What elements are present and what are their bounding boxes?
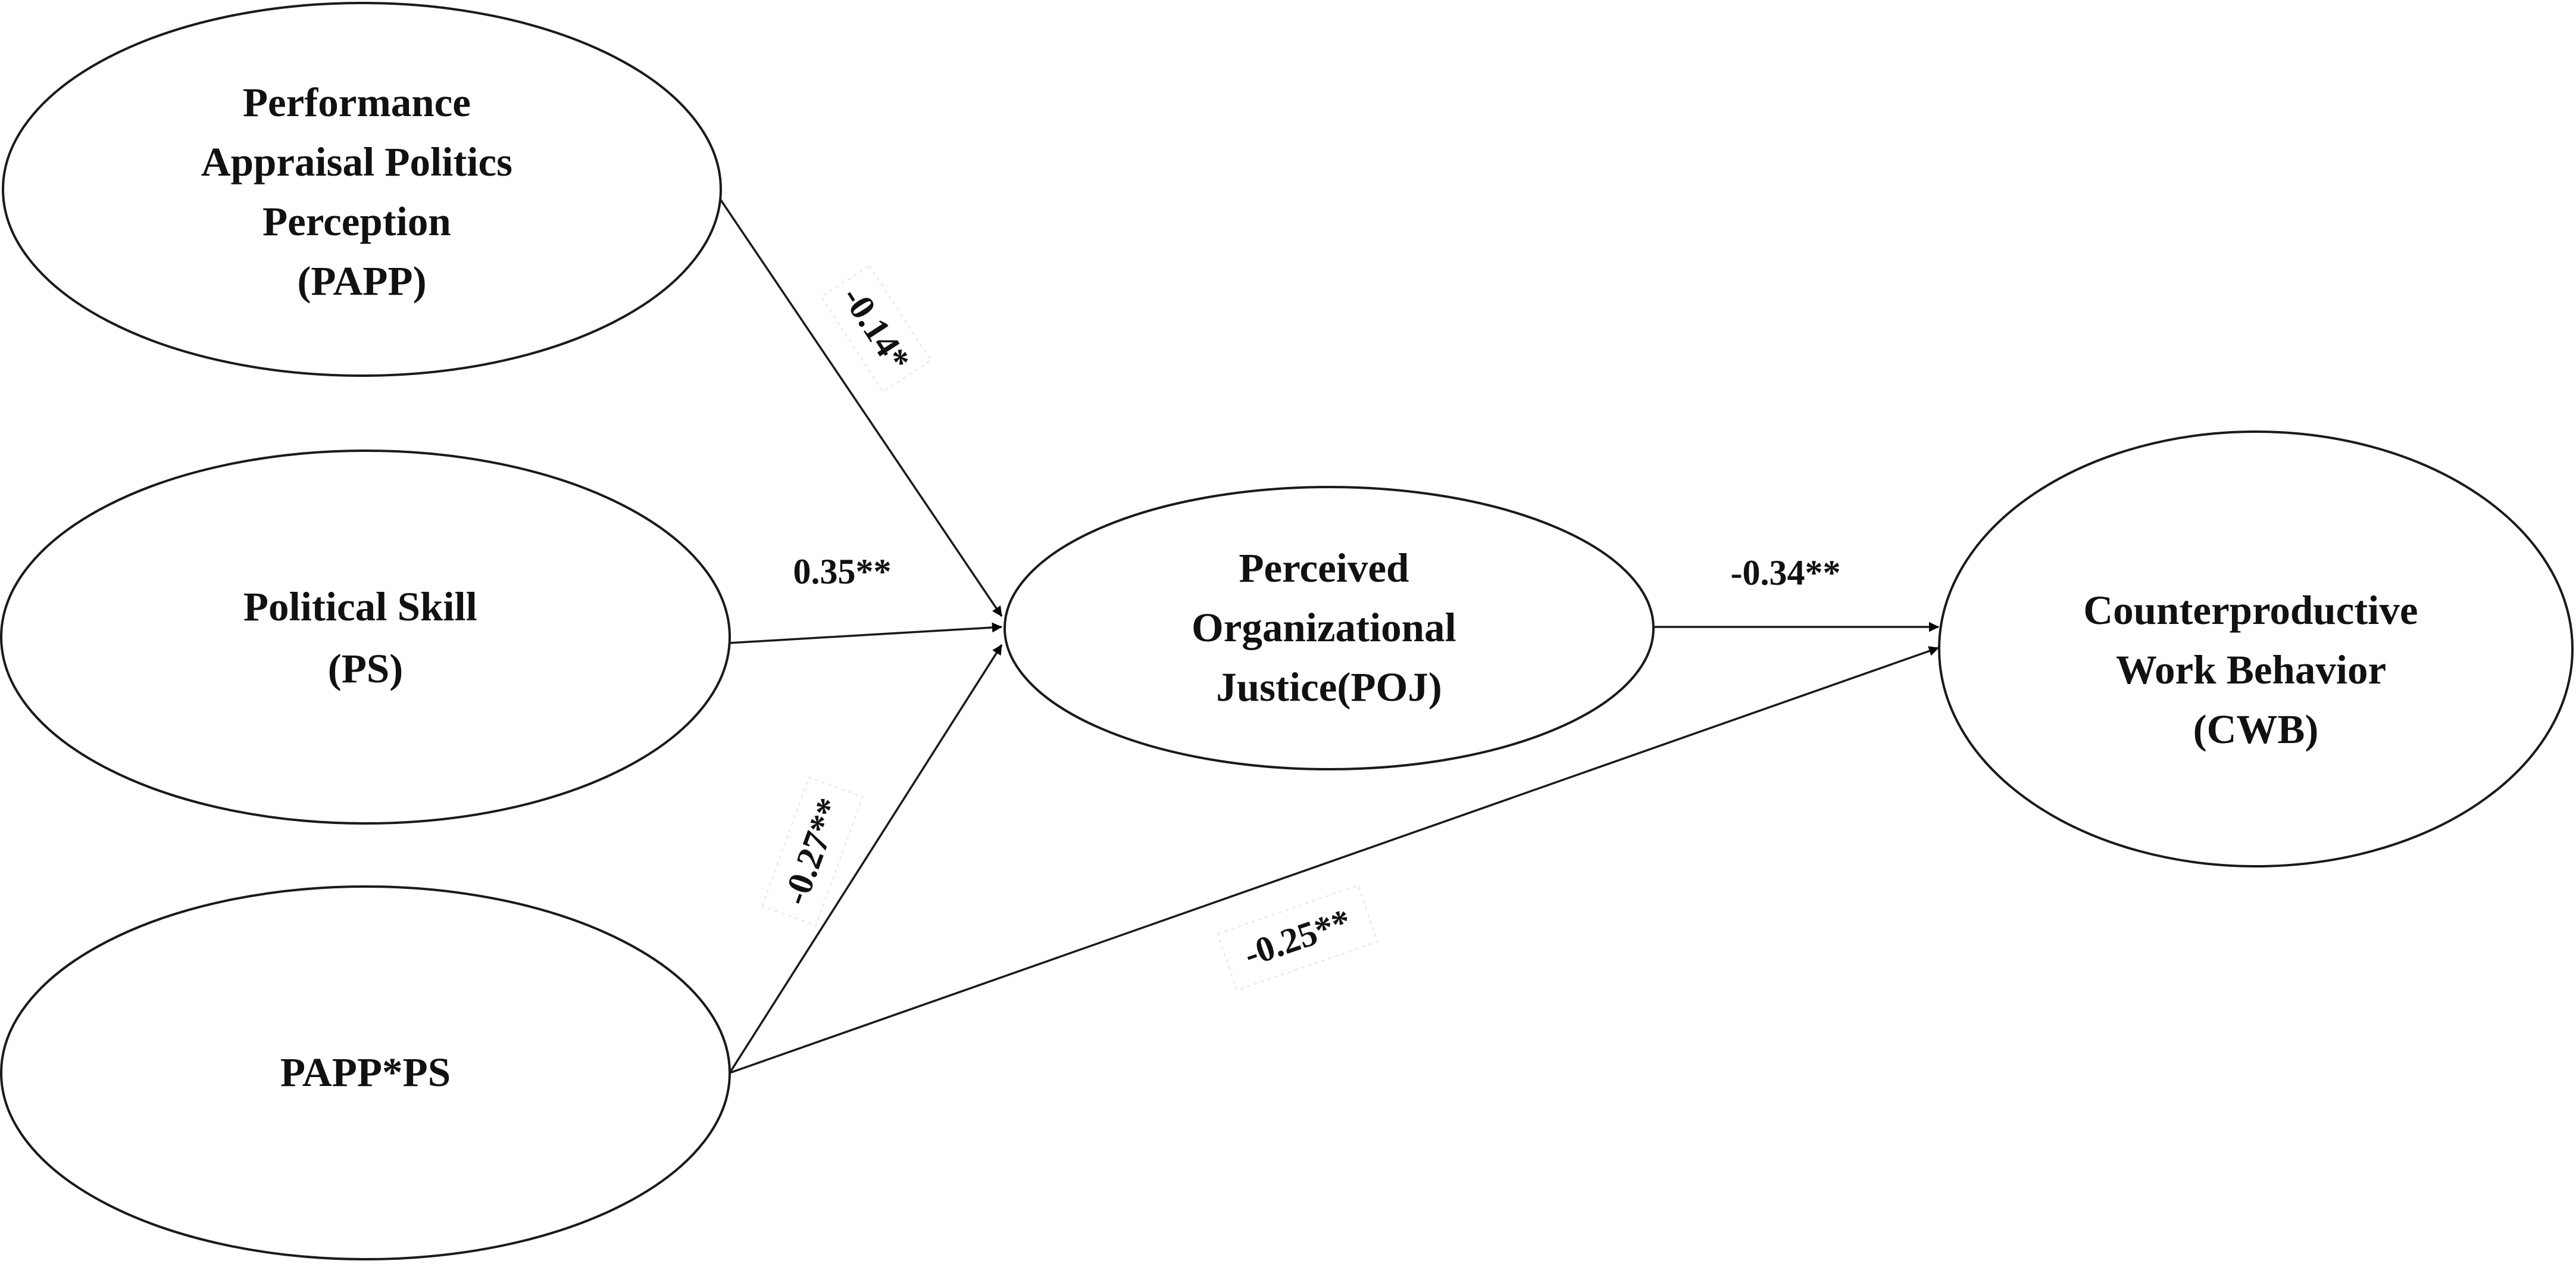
node-ps-ellipse — [0, 450, 731, 825]
node-poj-label: Perceived Organizational Justice(POJ) — [1192, 545, 1467, 710]
node-label-line: Organizational — [1192, 605, 1456, 650]
node-cwb-ellipse — [1938, 430, 2574, 867]
node-label-line: Counterproductive — [2083, 588, 2418, 633]
edges — [716, 194, 1939, 1074]
node-poj-ellipse — [1003, 486, 1655, 770]
node-label-line: Perception — [262, 199, 451, 244]
coefficient-label-interaction-poj: -0.27** — [761, 776, 864, 926]
node-papp-ellipse — [2, 2, 722, 377]
node-papp-label: Performance Appraisal Politics Perceptio… — [201, 80, 523, 304]
node-label-line: Work Behavior — [2116, 647, 2386, 692]
node-cwb: Counterproductive Work Behavior (CWB) — [1938, 430, 2574, 867]
edge-interaction-to-poj — [729, 644, 1003, 1073]
node-label-line: (PAPP) — [297, 258, 426, 304]
node-label-line: (PS) — [328, 646, 403, 691]
node-label-line: Appraisal Politics — [201, 139, 512, 185]
node-label-line: (CWB) — [2193, 707, 2319, 752]
edge-ps-to-poj — [729, 622, 1002, 644]
node-ps-label: Political Skill (PS) — [243, 584, 487, 691]
edge-interaction-to-cwb — [729, 646, 1939, 1074]
node-label-line: Perceived — [1239, 545, 1409, 591]
node-label-line: Justice(POJ) — [1216, 664, 1442, 710]
edge-papp-to-poj — [716, 194, 1003, 617]
node-interaction: PAPP*PS — [0, 885, 731, 1260]
coefficient-text: -0.34** — [1731, 553, 1841, 592]
node-cwb-label: Counterproductive Work Behavior (CWB) — [2083, 588, 2428, 752]
node-label-line: Performance — [243, 80, 471, 125]
node-poj: Perceived Organizational Justice(POJ) — [1003, 486, 1655, 770]
node-interaction-label: PAPP*PS — [280, 1050, 451, 1095]
coefficient-label-interaction-cwb: -0.25** — [1217, 884, 1378, 991]
node-label-line: PAPP*PS — [280, 1050, 451, 1095]
node-interaction-ellipse — [0, 885, 731, 1260]
coefficient-label-ps-poj: 0.35** — [793, 552, 892, 591]
node-ps: Political Skill (PS) — [0, 450, 731, 825]
node-papp: Performance Appraisal Politics Perceptio… — [2, 2, 722, 377]
node-label-line: Political Skill — [243, 584, 477, 629]
coefficient-text: 0.35** — [793, 552, 892, 591]
coefficient-label-poj-cwb: -0.34** — [1731, 553, 1841, 592]
